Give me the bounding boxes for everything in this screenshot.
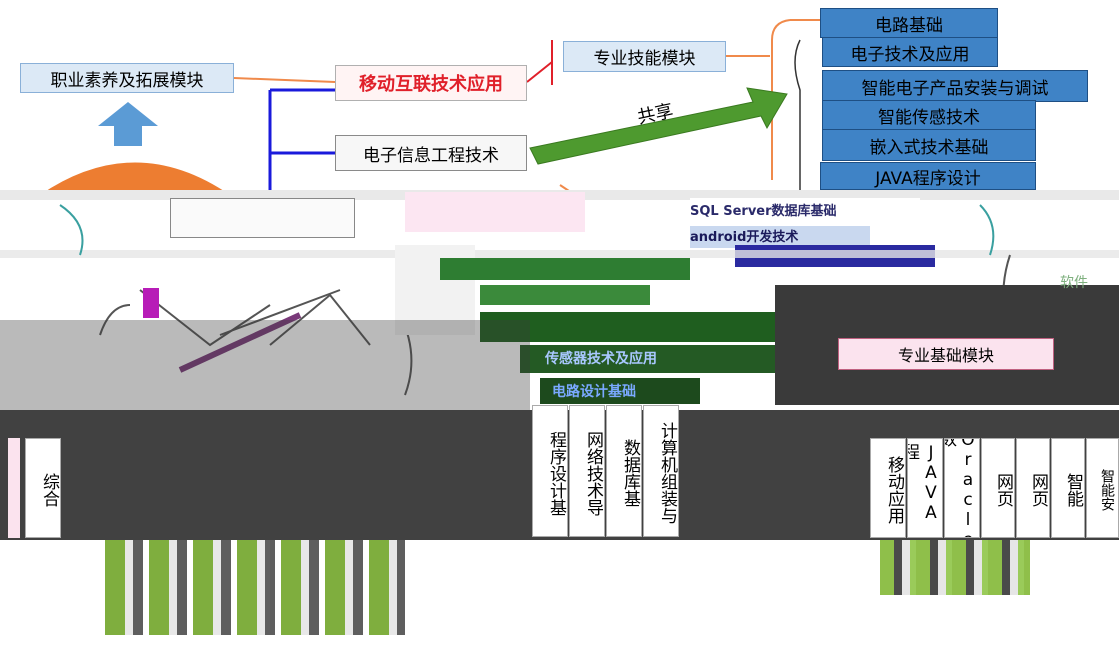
bottom-right-dark bbox=[835, 610, 1119, 651]
professional-base-label: 专业基础模块 bbox=[897, 346, 994, 365]
glitch-green-3 bbox=[480, 312, 780, 342]
electronic-info-label: 电子信息工程技术 bbox=[363, 145, 499, 166]
career-module-label: 职业素养及拓展模块 bbox=[50, 70, 204, 91]
glitch-purple bbox=[143, 288, 159, 318]
right-col-2: JAVA程 bbox=[907, 438, 943, 538]
center-col-2: 网络技术导 bbox=[569, 405, 605, 537]
glitch-green-4 bbox=[520, 345, 780, 373]
skill-course-5: 嵌入式技术基础 bbox=[822, 129, 1036, 161]
glitch-circuit-label: 电路设计基础 bbox=[552, 384, 636, 400]
professional-base-box: 专业基础模块 bbox=[838, 338, 1054, 370]
left-col-1: 综合 bbox=[25, 438, 61, 538]
right-col-7: 智能安 bbox=[1086, 438, 1119, 538]
right-col-5: 网页 bbox=[1016, 438, 1050, 538]
skill-course-4: 智能传感技术 bbox=[822, 100, 1036, 130]
connector-lines bbox=[233, 19, 820, 196]
professional-skill-label: 专业技能模块 bbox=[593, 49, 696, 69]
center-col-3: 数据库基 bbox=[606, 405, 642, 537]
bottom-glitch-strips-left bbox=[105, 540, 405, 635]
center-col-4: 计算机组装与 bbox=[643, 405, 679, 537]
right-col-1: 移动应用 bbox=[870, 438, 906, 538]
skill-course-2: 电子技术及应用 bbox=[822, 37, 998, 67]
right-col-4: 网页 bbox=[981, 438, 1015, 538]
skill-course-6: JAVA程序设计 bbox=[820, 162, 1036, 190]
glitch-box-b bbox=[405, 192, 585, 232]
glitch-box-c bbox=[690, 198, 920, 224]
career-module-box: 职业素养及拓展模块 bbox=[20, 63, 234, 93]
bottom-blank bbox=[0, 540, 100, 651]
left-col-0 bbox=[8, 438, 20, 538]
mobile-internet-box: 移动互联技术应用 bbox=[335, 65, 527, 101]
skill-course-1: 电路基础 bbox=[820, 8, 998, 38]
glitch-software: 软件 bbox=[1060, 275, 1088, 291]
glitch-box-sql: SQL Server数据库基础 bbox=[690, 204, 837, 219]
glitch-green-2 bbox=[480, 285, 650, 305]
glitch-box-android: android开发技术 bbox=[690, 226, 870, 248]
skill-course-3: 智能电子产品安装与调试 bbox=[822, 70, 1088, 102]
glitch-sensor-label: 传感器技术及应用 bbox=[545, 351, 657, 367]
shared-arrow-icon bbox=[529, 87, 788, 165]
electronic-info-box: 电子信息工程技术 bbox=[335, 135, 527, 171]
mobile-internet-label: 移动互联技术应用 bbox=[359, 74, 503, 95]
bottom-glitch-strips-right bbox=[880, 540, 1030, 595]
professional-skill-box: 专业技能模块 bbox=[563, 41, 726, 72]
right-col-6: 智能 bbox=[1051, 438, 1085, 538]
glitch-green-1 bbox=[440, 258, 690, 280]
glitch-box-a bbox=[170, 198, 355, 238]
up-arrow-icon bbox=[98, 102, 158, 146]
glitch-green-5 bbox=[540, 378, 700, 404]
right-col-3: Oracle数 bbox=[944, 438, 980, 538]
glitch-dark-left bbox=[0, 320, 530, 415]
glitch-light-strip bbox=[0, 250, 1119, 258]
center-col-1: 程序设计基 bbox=[532, 405, 568, 537]
dome-shape bbox=[40, 162, 230, 195]
